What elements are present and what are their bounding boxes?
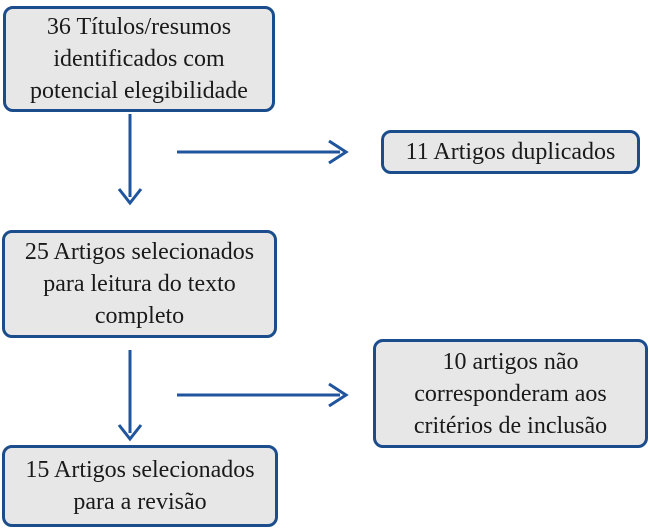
arrow-identified-to-fulltext [117,114,143,206]
node-fulltext: 25 Artigos selecionados para leitura do … [2,230,277,338]
node-duplicated: 11 Artigos duplicados [381,130,640,174]
node-review: 15 Artigos selecionados para a revisão [2,445,278,527]
node-identified: 36 Títulos/resumos identificados com pot… [3,6,275,112]
arrow-fulltext-to-review [117,350,143,442]
node-review-label: 15 Artigos selecionados para a revisão [25,457,255,515]
arrow-fulltext-to-excluded [177,382,349,408]
node-identified-label: 36 Títulos/resumos identificados com pot… [30,14,248,104]
arrow-identified-to-duplicated [177,139,349,165]
node-duplicated-label: 11 Artigos duplicados [405,139,616,165]
node-excluded: 10 artigos não corresponderam aos critér… [373,339,648,448]
node-fulltext-label: 25 Artigos selecionados para leitura do … [24,239,255,329]
node-excluded-label: 10 artigos não corresponderam aos critér… [413,348,608,439]
